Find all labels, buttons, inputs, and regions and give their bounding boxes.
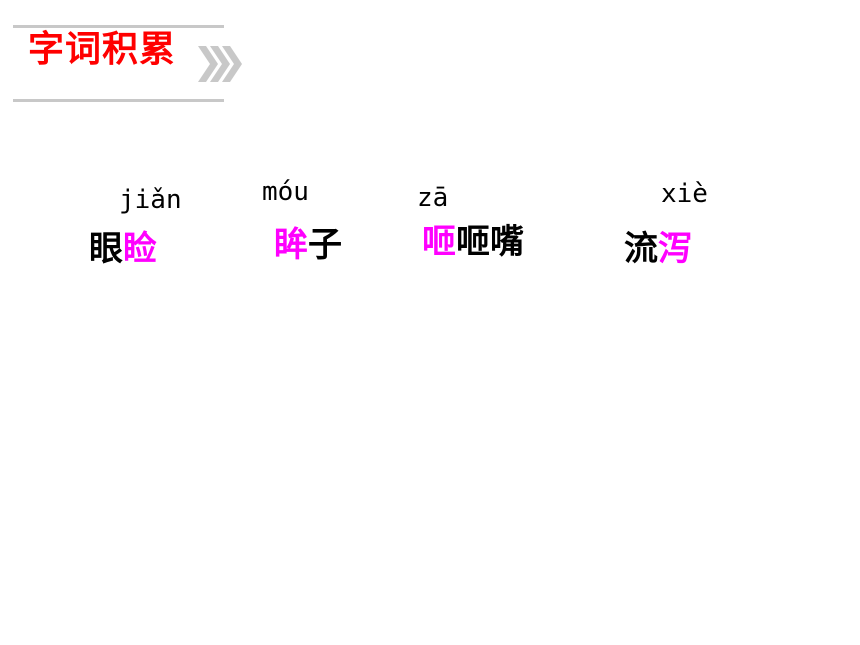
word-zazazui: 咂咂嘴 xyxy=(422,222,524,262)
word-mouzi: 眸子 xyxy=(274,225,342,265)
word-char-key: 眸 xyxy=(274,225,308,265)
pinyin-mou: móu xyxy=(262,177,309,207)
section-title: 字词积累 xyxy=(28,29,177,70)
triple-chevron-right-icon xyxy=(198,46,242,82)
word-liuxie: 流泻 xyxy=(624,229,692,269)
word-char-key: 睑 xyxy=(123,229,157,269)
header-top-divider xyxy=(13,25,224,28)
pinyin-za: zā xyxy=(417,183,449,213)
pinyin-xie: xiè xyxy=(661,179,708,209)
word-char-key: 咂 xyxy=(422,222,456,262)
word-yanjian: 眼睑 xyxy=(89,229,157,269)
header-bottom-divider xyxy=(13,99,224,102)
word-char-plain: 流 xyxy=(624,229,658,269)
pinyin-jian: jiǎn xyxy=(119,185,182,215)
word-char-plain: 子 xyxy=(308,225,342,265)
word-char-key: 泻 xyxy=(658,229,692,269)
word-char-plain: 眼 xyxy=(89,229,123,269)
word-char-plain: 咂嘴 xyxy=(456,222,524,262)
